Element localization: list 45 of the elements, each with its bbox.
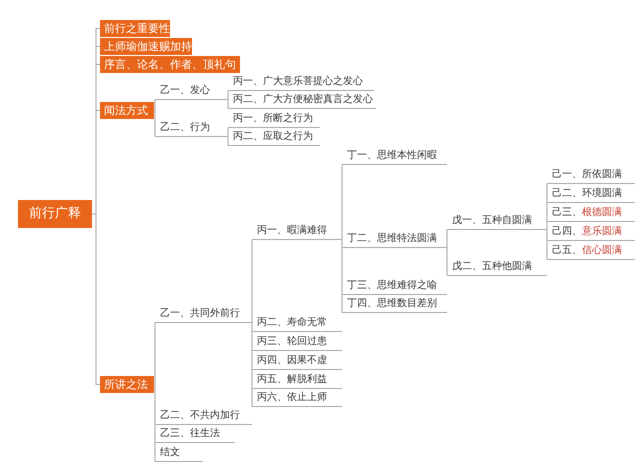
central-topic-box: 前行广释 [18, 200, 92, 228]
topic-label: 丙五、解脱利益 [252, 372, 342, 389]
topic-label: 丙三、轮回过患 [252, 334, 342, 351]
topic-label: 丙一、暇满难得 [252, 223, 342, 240]
topic-label: 乙一、共同外前行 [155, 306, 252, 323]
branch-box: 前行之重要性 [100, 20, 170, 37]
topic-label: 戊一、五种自圆满 [447, 213, 547, 230]
connector-line [224, 99, 228, 109]
connector-line [446, 247, 448, 276]
branch-box: 闻法方式 [100, 102, 154, 119]
connector-line [224, 90, 228, 100]
connector-line [546, 221, 548, 230]
topic-label: 丁一、思维本性闲暇 [342, 148, 447, 165]
topic-label: 丙一、广大意乐菩提心之发心 [228, 74, 374, 91]
topic-label: 乙二、行为 [155, 120, 225, 137]
connector-line [224, 136, 228, 146]
branch-box: 所讲之法 [100, 376, 154, 393]
topic-label: 丙二、寿命无常 [252, 315, 342, 332]
connector-line [224, 127, 228, 137]
topic-label: 结文 [155, 445, 203, 462]
topic-label: 乙二、不共内加行 [155, 408, 252, 425]
connector-line [154, 110, 156, 137]
topic-label: 丁二、思维特法圆满 [342, 231, 447, 248]
topic-label: 戊二、五种他圆满 [447, 259, 547, 276]
branch-box: 上师瑜伽速赐加持 [100, 38, 192, 55]
topic-label: 己一、所依圆满 [547, 167, 635, 184]
topic-label: 己三、根德圆满 [547, 205, 635, 222]
connector-line [546, 229, 548, 260]
topic-label: 丙二、广大方便秘密真言之发心 [228, 92, 376, 109]
topic-label: 丙六、依止上师 [252, 390, 342, 407]
topic-label: 丙一、所断之行为 [228, 111, 320, 128]
connector-line [154, 99, 156, 111]
topic-label: 丙四、因果不虚 [252, 353, 342, 370]
connector-line [446, 229, 448, 248]
topic-label: 丙二、应取之行为 [228, 129, 320, 146]
topic-label: 乙三、往生法 [155, 426, 235, 443]
topic-label: 丁三、思维难得之喻 [342, 278, 447, 295]
topic-label: 丁四、思维数目差别 [342, 296, 447, 313]
topic-label: 己四、意乐圆满 [547, 224, 635, 241]
topic-label: 己五、信心圆满 [547, 243, 635, 260]
branch-box: 序言、论名、作者、顶礼句 [100, 56, 240, 73]
topic-label: 乙一、发心 [155, 83, 225, 100]
connector-line [92, 214, 100, 385]
connector-line [154, 322, 156, 385]
topic-label: 己二、环境圆满 [547, 186, 635, 203]
